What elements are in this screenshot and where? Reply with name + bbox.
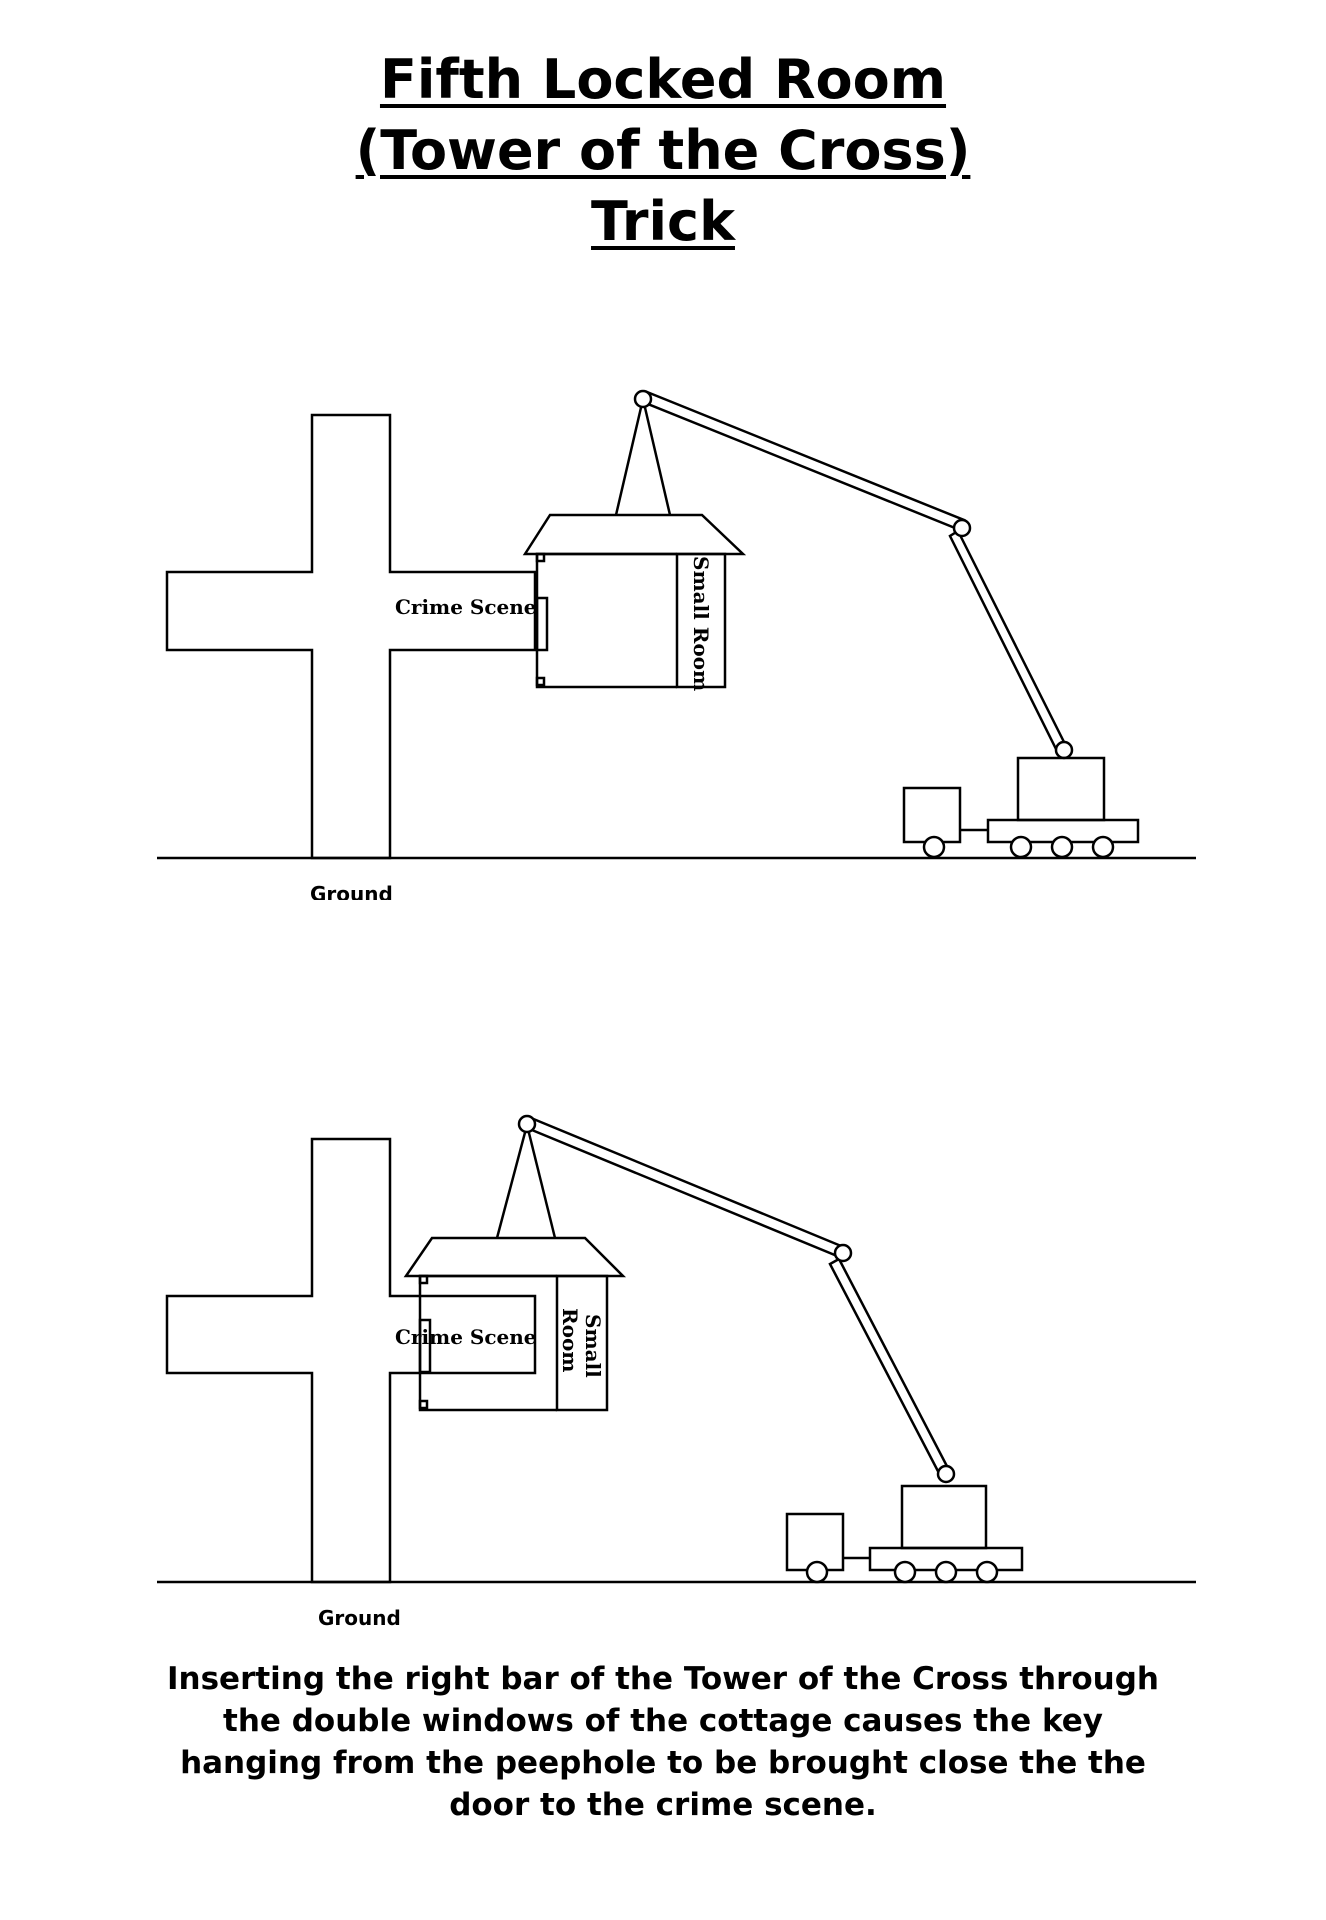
title-line-2: (Tower of the Cross): [355, 119, 971, 182]
title-line-1: Fifth Locked Room: [379, 48, 947, 111]
page-title: Fifth Locked Room (Tower of the Cross) T…: [0, 44, 1326, 257]
small-room-label-line-1: Small: [581, 1314, 605, 1378]
cottage-roof: [522, 513, 747, 556]
cross-tower: [165, 1137, 537, 1584]
cross-tower: [165, 413, 537, 860]
small-room-label-line-2: Room: [558, 1308, 582, 1372]
crane-truck: [902, 756, 1140, 859]
crane-boom-lower: [948, 529, 1070, 757]
cottage: [522, 513, 747, 689]
crane-truck: [785, 1484, 1024, 1584]
diagram-bottom: Crime Scene Small Room Ground: [157, 1114, 1196, 1630]
cottage: [403, 1236, 627, 1412]
cottage-roof: [403, 1236, 627, 1278]
caption: Inserting the right bar of the Tower of …: [166, 1661, 1159, 1823]
crane-boom-lower: [828, 1257, 952, 1479]
diagram-top: Crime Scene Small Room Ground: [157, 389, 1196, 900]
title-line-3: Trick: [591, 190, 735, 253]
small-room-label: Small Room: [689, 556, 713, 691]
crime-scene-label: Crime Scene: [395, 595, 537, 619]
crime-scene-label: Crime Scene: [395, 1325, 537, 1349]
crane-boom-upper: [641, 390, 966, 532]
ground-label: Ground: [310, 882, 393, 900]
ground-label: Ground: [318, 1606, 401, 1630]
